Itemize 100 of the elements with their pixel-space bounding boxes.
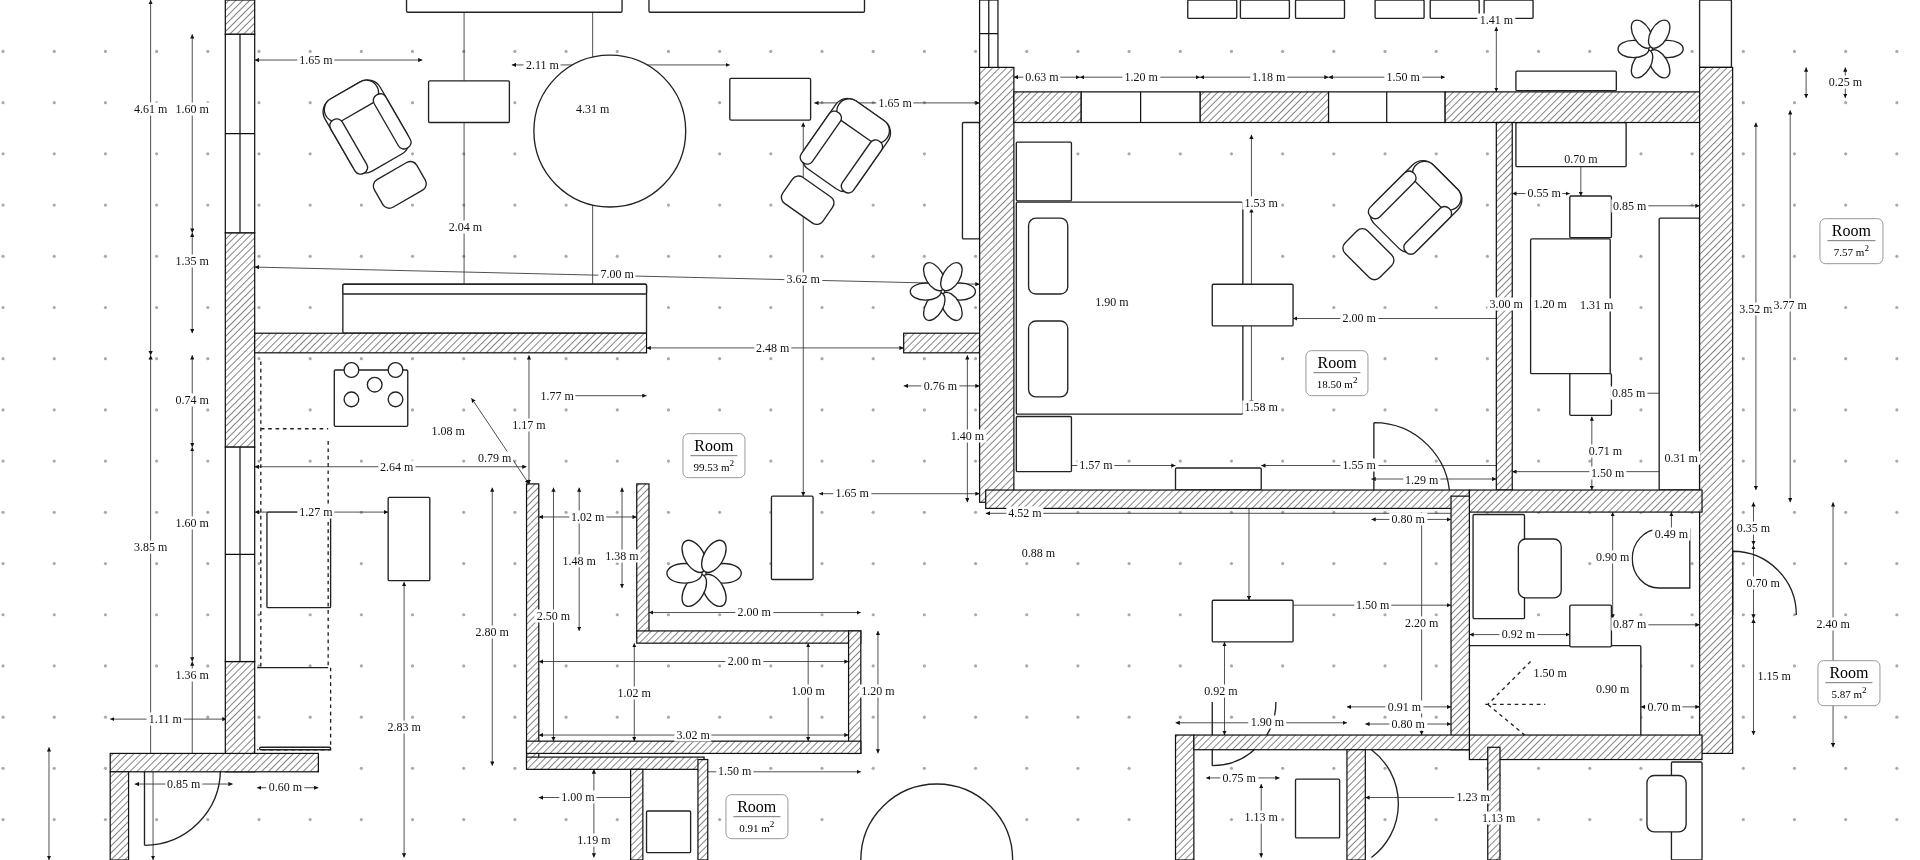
room-name: Room (733, 797, 781, 817)
dimension-label: 2.80 m (473, 625, 511, 639)
room-area: 99.53 m$^{2}$ (690, 455, 738, 475)
room-name: Room (1313, 354, 1361, 374)
dimension-label: 1.50 m (1353, 598, 1392, 612)
dimension-label: 1.77 m (538, 389, 576, 402)
dimension-label: 1.20 m (1531, 297, 1569, 311)
dimension-label: 0.71 m (1586, 444, 1624, 458)
dimension-label: 1.19 m (575, 833, 613, 847)
room-area: 18.50 m$^{2}$ (1313, 373, 1361, 393)
dimension-label: 1.60 m (173, 516, 211, 530)
dimension-label: 0.80 m (1389, 717, 1427, 731)
dimension-label: 1.23 m (1454, 790, 1492, 804)
dimension-label: 0.85 m (1609, 386, 1648, 400)
dimension-label: 1.02 m (569, 510, 607, 524)
dimension-label: 1.00 m (559, 790, 597, 804)
dimension-label: 0.80 m (1389, 512, 1427, 526)
dimension-label: 1.50 m (716, 764, 754, 778)
dimension-label: 0.90 m (1593, 550, 1632, 564)
dimension-label: 0.92 m (1202, 684, 1240, 698)
dimension-label: 0.49 m (1652, 527, 1691, 541)
room-label (725, 793, 789, 840)
dimension-label: 1.18 m (1249, 70, 1288, 84)
dimension-label: 0.92 m (1499, 627, 1538, 641)
room-area: 0.91 m$^{2}$ (733, 816, 781, 836)
dimension-label: 3.62 m (784, 272, 822, 286)
room-label (682, 432, 746, 479)
dimension-label: 0.79 m (476, 451, 514, 465)
dimension-label: 1.13 m (1480, 811, 1518, 825)
room-label (1817, 660, 1881, 707)
dimension-label: 2.64 m (378, 460, 416, 473)
dimension-label: 1.02 m (615, 686, 653, 700)
dimension-label: 0.31 m (1662, 451, 1700, 465)
dimension-label: 0.60 m (266, 780, 304, 794)
dimension-label: 1.38 m (603, 549, 641, 563)
dimension-label: 4.31 m (573, 102, 612, 116)
dimension-label: 2.50 m (534, 609, 573, 623)
room-area: 5.87 m$^{2}$ (1825, 683, 1873, 703)
dimension-label: 1.48 m (560, 554, 598, 568)
dimension-label: 0.85 m (165, 777, 203, 791)
dimension-label: 1.11 m (146, 712, 184, 726)
dimension-label: 1.50 m (1589, 466, 1627, 480)
dimension-label: 1.08 m (429, 424, 467, 438)
dimension-label: 3.00 m (1487, 297, 1525, 311)
dimension-label: 1.29 m (1402, 473, 1441, 487)
dimension-label: 2.00 m (725, 654, 764, 668)
dimension-label: 1.41 m (1477, 13, 1515, 27)
dimension-label: 1.50 m (1531, 666, 1569, 680)
dimension-label: 0.88 m (1019, 546, 1058, 560)
dimension-label: 1.90 m (1093, 295, 1131, 309)
dimension-label: 2.48 m (753, 341, 792, 355)
dimension-label: 1.65 m (833, 486, 871, 500)
dimension-label: 2.83 m (385, 720, 423, 734)
dimension-label: 1.53 m (1242, 196, 1280, 210)
dimension-label: 0.70 m (1645, 700, 1683, 713)
dimension-label: 0.63 m (1023, 70, 1061, 84)
dimension-label: 2.20 m (1402, 616, 1441, 630)
dimension-label: 1.60 m (173, 102, 211, 116)
dimension-label: 1.58 m (1242, 400, 1280, 413)
dimension-label: 1.00 m (789, 684, 827, 698)
dimension-label: 3.02 m (674, 728, 712, 742)
dimension-label: 1.35 m (173, 254, 211, 268)
dimension-label: 0.74 m (173, 393, 211, 407)
room-label (1305, 350, 1369, 397)
dimension-label: 1.13 m (1242, 810, 1280, 824)
dimension-label: 1.65 m (876, 96, 914, 110)
dimension-label: 0.87 m (1611, 618, 1649, 631)
dimension-label: 3.85 m (131, 540, 170, 554)
dimension-label: 0.85 m (1611, 199, 1649, 213)
dimension-label: 0.70 m (1562, 152, 1600, 166)
dimension-label: 2.04 m (446, 220, 484, 233)
dimension-label: 0.55 m (1525, 186, 1563, 200)
dimension-label: 2.40 m (1814, 618, 1852, 631)
room-area: 7.57 m$^{2}$ (1827, 241, 1875, 261)
dimension-label: 7.00 m (598, 267, 636, 281)
dimension-label: 2.00 m (1340, 311, 1378, 325)
dimension-label: 0.91 m (1385, 700, 1424, 713)
dimension-label: 0.90 m (1593, 682, 1632, 696)
dimension-label: 1.20 m (859, 684, 897, 698)
dimension-label: 1.55 m (1340, 458, 1378, 472)
room-name: Room (1827, 222, 1875, 242)
dimension-label: 1.65 m (297, 53, 335, 67)
dimension-label: 1.90 m (1248, 715, 1286, 729)
dimension-label: 4.61 m (131, 102, 170, 116)
dimension-label: 0.25 m (1826, 75, 1864, 89)
room-label (1819, 218, 1883, 265)
dimension-label: 2.11 m (524, 58, 561, 72)
room-name: Room (690, 436, 738, 456)
dimension-label: 3.52 m (1737, 302, 1775, 316)
dimension-label: 0.76 m (921, 379, 960, 393)
dimension-label: 1.20 m (1122, 70, 1160, 84)
dimension-label: 0.75 m (1220, 771, 1258, 785)
dimension-label: 1.31 m (1578, 298, 1616, 312)
dimension-label: 1.17 m (510, 418, 548, 432)
room-name: Room (1825, 664, 1873, 684)
dimension-label: 1.36 m (173, 668, 211, 682)
dimension-label: 1.15 m (1755, 669, 1793, 683)
dimension-label: 3.77 m (1771, 298, 1809, 312)
dimension-label: 0.35 m (1734, 521, 1773, 535)
dimension-label: 2.00 m (735, 605, 773, 619)
